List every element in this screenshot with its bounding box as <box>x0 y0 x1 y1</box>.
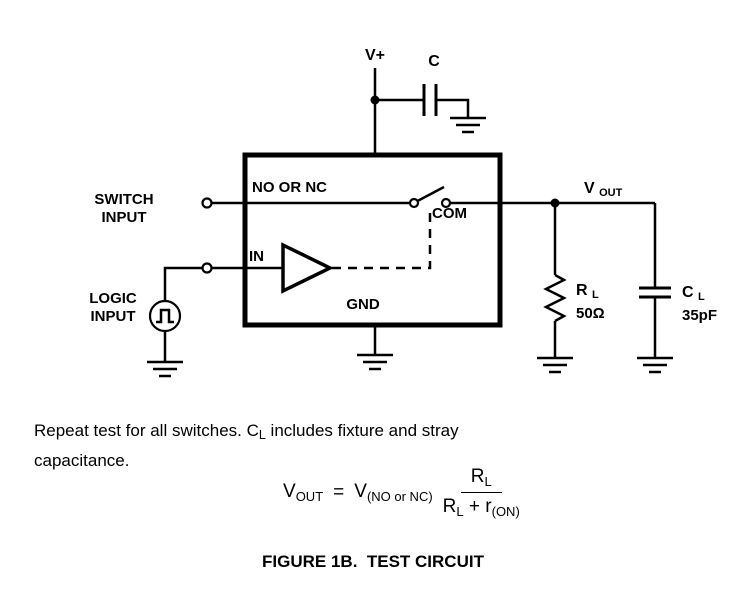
wire <box>436 98 470 118</box>
ic-box <box>242 152 503 328</box>
in-label: IN <box>249 248 264 265</box>
vout-formula: VOUT = V(NO or NC) RL RL + r(ON) <box>283 466 520 519</box>
load-resistor-symbol <box>543 203 567 358</box>
terminal-circle <box>201 197 213 209</box>
ground-symbol <box>355 353 395 371</box>
no-or-nc-label: NO OR NC <box>252 179 327 196</box>
cl-value-label: 35pF <box>682 307 717 324</box>
rl-label: R L <box>576 282 599 301</box>
wire <box>163 266 203 301</box>
cl-label: C L <box>682 284 705 303</box>
formula-fraction: RL RL + r(ON) <box>443 466 520 519</box>
note-line-1: Repeat test for all switches. CL include… <box>34 421 459 442</box>
ground-symbol <box>535 356 575 374</box>
logic-input-label: INPUT <box>91 308 136 325</box>
note-line-2: capacitance. <box>34 451 130 470</box>
test-circuit-diagram: V+ C NO OR NC COM IN GND SWITCH INPUT <box>89 47 717 378</box>
switch-actuator-dashed-line <box>332 212 432 270</box>
note-text: Repeat test for all switches. CL include… <box>34 418 459 474</box>
com-label: COM <box>432 205 467 222</box>
figure-caption: FIGURE 1B. TEST CIRCUIT <box>262 552 484 571</box>
formula-rhs-v: V(NO or NC) <box>354 481 433 504</box>
vout-label: V OUT <box>584 180 623 199</box>
ground-symbol <box>635 356 675 374</box>
logic-input-label: LOGIC <box>89 290 137 307</box>
fraction-numerator: RL <box>460 466 502 493</box>
bypass-cap-label: C <box>428 53 440 70</box>
ground-symbol <box>145 360 185 378</box>
buffer-triangle <box>281 242 334 294</box>
switch-input-label: SWITCH <box>94 191 153 208</box>
rl-value-label: 50Ω <box>576 305 605 322</box>
equals-sign: = <box>333 481 345 503</box>
terminal-circle <box>201 262 213 274</box>
switch-symbol <box>408 185 452 209</box>
pulse-source <box>148 299 182 333</box>
bypass-capacitor-symbol <box>375 84 470 118</box>
fraction-denominator: RL + r(ON) <box>442 496 520 519</box>
formula-lhs: VOUT <box>283 481 324 504</box>
load-capacitor-symbol <box>639 203 671 358</box>
v-plus-label: V+ <box>365 47 385 64</box>
ground-symbol <box>448 116 488 134</box>
gnd-label: GND <box>346 296 380 313</box>
pulse-waveform-icon <box>156 308 174 324</box>
switch-input-label: INPUT <box>102 209 147 226</box>
